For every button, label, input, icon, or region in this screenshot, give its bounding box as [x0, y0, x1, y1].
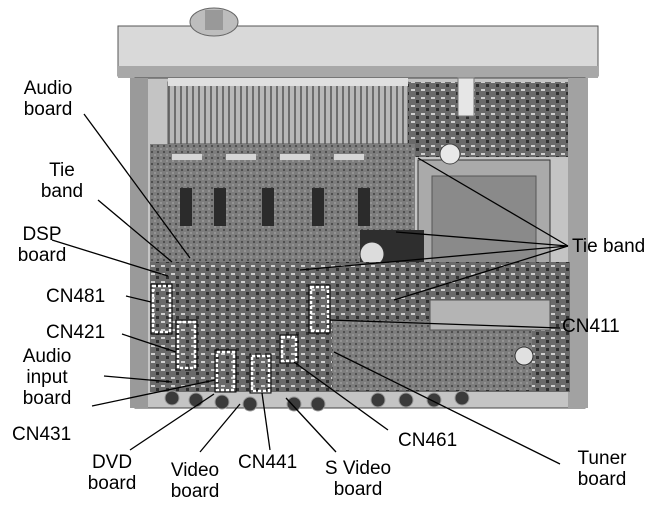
connector-markers	[151, 284, 330, 393]
cn481-leader	[125, 295, 152, 303]
cn421-leader	[121, 333, 177, 353]
upper-right-board	[408, 82, 568, 157]
label-cn481: CN481	[46, 286, 106, 307]
audio-board-leader	[83, 113, 191, 259]
ribbon-cable	[457, 77, 475, 117]
cn461-marker	[280, 335, 298, 363]
dvd-board-leader	[129, 393, 215, 451]
cn421-marker	[176, 320, 197, 370]
cn441-leader	[261, 392, 271, 451]
label-cn421: CN421	[46, 322, 106, 343]
label-cn411: CN411	[562, 316, 620, 337]
tie-band-right-leader-2	[395, 231, 569, 247]
tie-band-left-leader	[97, 199, 173, 263]
label-video-board: Video board	[170, 460, 220, 502]
backup-cap	[514, 346, 534, 366]
tie-band-right-leader-4	[393, 245, 569, 301]
cn411-marker	[309, 285, 330, 333]
cn481-marker	[151, 284, 172, 334]
label-tuner-board: Tuner board	[577, 448, 627, 490]
label-audio-input-board: Audio input board	[22, 346, 72, 409]
label-dvd-board: DVD board	[87, 452, 137, 494]
heat-sink	[167, 81, 409, 145]
cn431-leader	[91, 379, 216, 407]
tie-band-right-leader-1	[417, 157, 569, 247]
label-s-video-board: S Video board	[324, 458, 392, 500]
tie-band-right-leader-3	[299, 245, 569, 271]
video-board-leader	[199, 403, 241, 453]
label-dsp-board: DSP board	[17, 224, 67, 266]
label-tie-band-right: Tie band	[572, 236, 646, 257]
label-cn431: CN431	[12, 424, 72, 445]
tuner-board-leader	[333, 351, 561, 465]
rear-jacks	[164, 390, 470, 412]
chassis-left-rail	[130, 78, 148, 408]
leader-lines	[51, 113, 569, 465]
connector-markers-outline	[150, 283, 331, 394]
knob-shaft	[205, 10, 223, 30]
cn431-marker	[215, 350, 236, 392]
capacitor	[439, 143, 461, 165]
label-cn461: CN461	[398, 430, 458, 451]
chassis-right-rail	[568, 78, 588, 408]
front-panel-edge	[118, 66, 598, 78]
label-audio-board: Audio board	[23, 78, 73, 120]
heat-sink-top	[168, 78, 408, 86]
cn441-marker	[250, 354, 271, 393]
s-video-leader	[285, 397, 337, 453]
cn411-leader	[329, 319, 561, 329]
label-cn441: CN441	[238, 452, 298, 473]
label-tie-band-left: Tie band	[40, 160, 84, 202]
audio-input-leader	[103, 375, 173, 383]
amp-heat-strips	[172, 154, 364, 160]
tuner-board-area	[332, 320, 532, 390]
transformer-core	[431, 175, 537, 277]
cn461-leader	[293, 361, 389, 431]
amp-modules	[180, 188, 370, 226]
dsp-board-leader	[51, 239, 169, 277]
